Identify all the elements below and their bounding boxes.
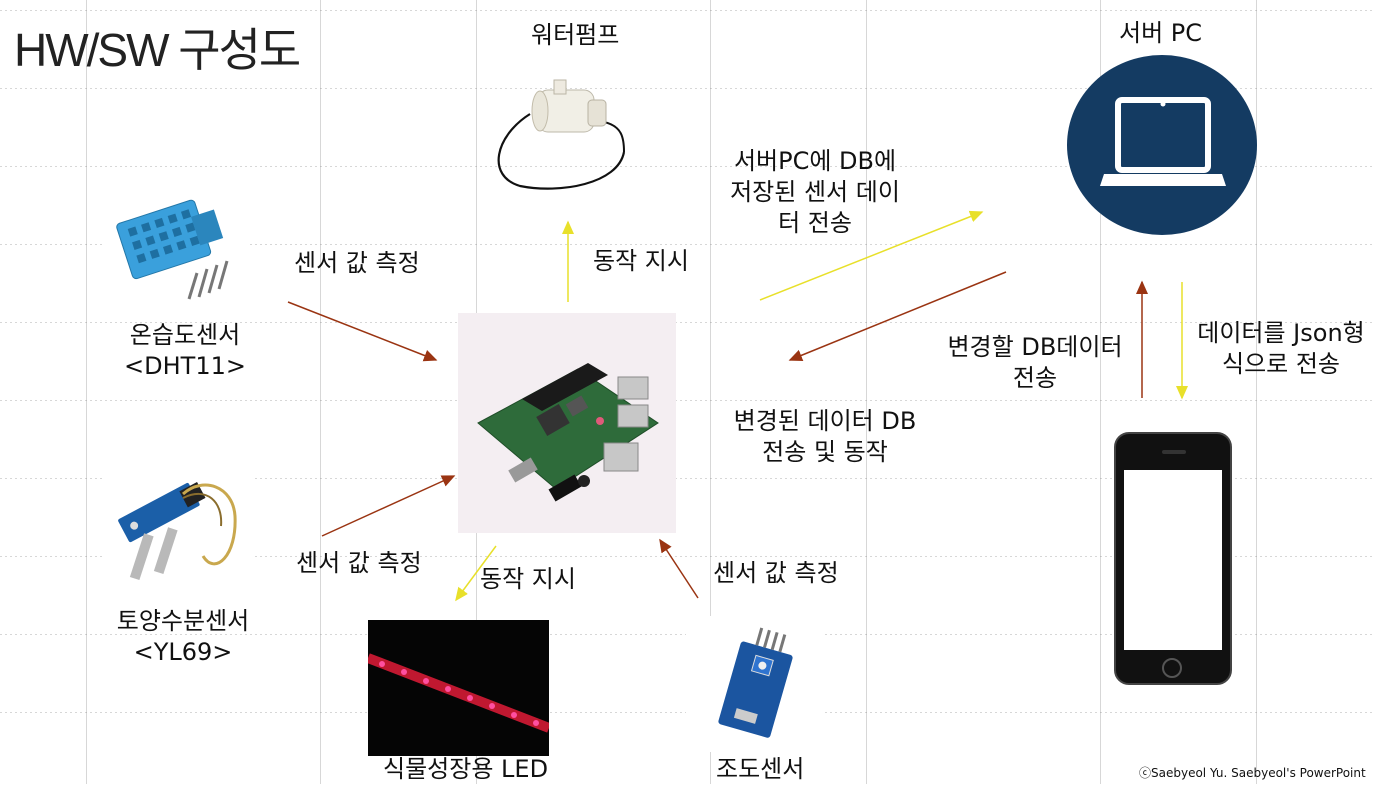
yl69-sensor-image [103,446,255,596]
json-line-1: 데이터를 Json형 [1197,319,1365,347]
arrow-pi-to-led [455,545,497,602]
arrow-server-to-pi [788,271,1007,362]
copyright-footer: ⓒSaebyeol Yu. Saebyeol's PowerPoint [1139,766,1366,780]
yl69-name: 토양수분센서 [116,607,250,635]
edge-label-yl-measure: 센서 값 측정 [296,549,422,577]
yl69-model: <YL69> [133,638,233,666]
dht11-sensor-image [103,187,248,305]
led-strip-image [366,620,551,756]
raspberry-pi-image [458,313,676,533]
dht11-name: 온습도센서 [129,321,241,349]
arrow-dht-to-pi [287,301,438,362]
edge-label-dht-measure: 센서 값 측정 [294,249,420,277]
water-pump-image [490,66,628,194]
edge-label-light-measure: 센서 값 측정 [713,559,839,587]
led-label: 식물성장용 LED [383,755,549,783]
yl69-label: 토양수분센서 <YL69> [108,606,258,668]
server-pc-label: 서버 PC [1119,19,1203,47]
changed-line-1: 변경된 데이터 DB [733,407,917,435]
change-db-line-2: 전송 [1012,364,1058,392]
dht11-model: <DHT11> [124,352,246,380]
edge-label-led-command: 동작 지시 [480,565,576,593]
arrow-yl-to-pi [321,475,456,537]
laptop-icon [1066,54,1258,236]
to-server-line-2: 저장된 센서 데이 [730,178,900,206]
edge-label-json: 데이터를 Json형 식으로 전송 [1184,318,1375,380]
dht11-label: 온습도센서 <DHT11> [110,320,260,382]
changed-line-2: 전송 및 동작 [762,438,888,466]
page-title: HW/SW 구성도 [14,24,301,76]
smartphone-image [1114,432,1232,685]
to-server-line-3: 터 전송 [778,209,852,237]
arrow-pi-to-server [759,210,984,301]
arrow-light-to-pi [659,538,699,599]
json-line-2: 식으로 전송 [1221,350,1341,378]
light-sensor-label: 조도센서 [716,755,805,783]
water-pump-label: 워터펌프 [531,21,620,49]
to-server-line-1: 서버PC에 DB에 [733,147,897,175]
edge-label-change-db: 변경할 DB데이터 전송 [930,332,1140,394]
edge-label-pump-command: 동작 지시 [593,247,689,275]
light-sensor-image [686,616,822,752]
change-db-line-1: 변경할 DB데이터 [947,333,1123,361]
edge-label-changed-data: 변경된 데이터 DB 전송 및 동작 [716,406,934,468]
edge-label-to-server: 서버PC에 DB에 저장된 센서 데이 터 전송 [710,146,920,239]
